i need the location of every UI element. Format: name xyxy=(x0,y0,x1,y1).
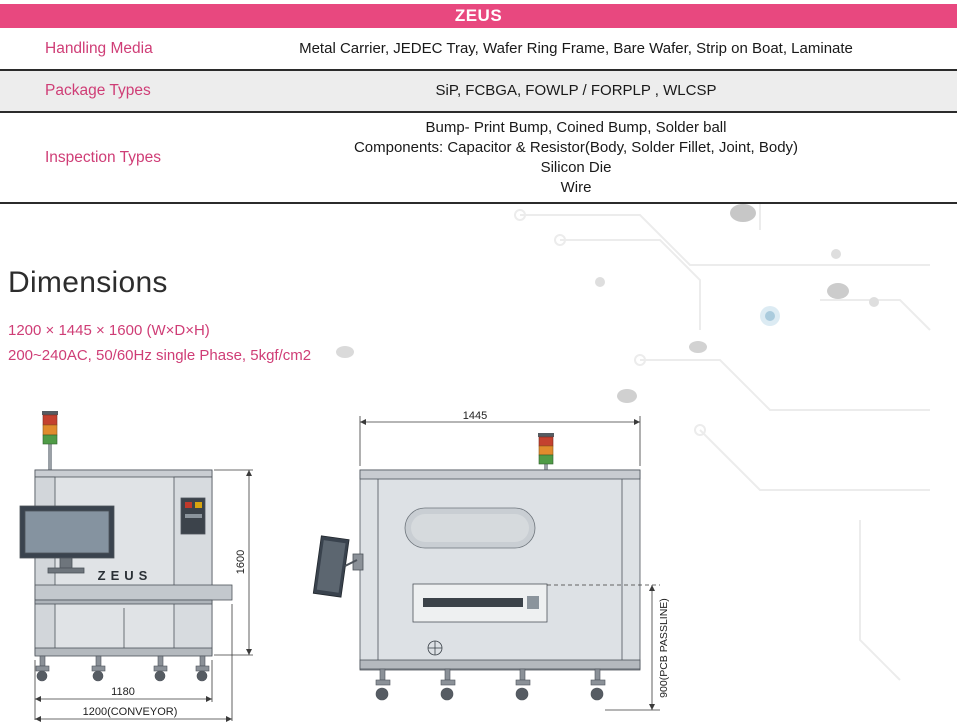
front-machine-label: ZEUS xyxy=(98,568,153,583)
side-width-dimension xyxy=(359,416,641,466)
spec-table: Handling Media Metal Carrier, JEDEC Tray… xyxy=(0,28,957,204)
circuit-blue-node xyxy=(760,306,780,326)
side-monitor xyxy=(312,535,350,598)
dimensions-size-line: 1200 × 1445 × 1600 (W×D×H) xyxy=(8,322,210,339)
front-stack-light-icon xyxy=(42,411,58,470)
side-machine-legs xyxy=(375,668,606,701)
row-value: Metal Carrier, JEDEC Tray, Wafer Ring Fr… xyxy=(195,28,957,69)
front-conveyor-dim-label: 1200(CONVEYOR) xyxy=(83,706,178,718)
side-monitor-arm xyxy=(344,559,358,567)
handling-media-value: Metal Carrier, JEDEC Tray, Wafer Ring Fr… xyxy=(299,39,853,57)
inspection-line-2: Components: Capacitor & Resistor(Body, S… xyxy=(353,138,799,156)
front-view-drawing: ZEUS 1600 1180 xyxy=(8,408,266,722)
inspection-line-4: Wire xyxy=(560,178,592,196)
row-value: SiP, FCBGA, FOWLP / FORPLP , WLCSP xyxy=(195,71,957,111)
front-machine-body xyxy=(19,469,233,657)
front-conveyor-dimension xyxy=(35,604,233,722)
inspection-line-1: Bump- Print Bump, Coined Bump, Solder ba… xyxy=(425,118,727,136)
side-width-dim-label: 1445 xyxy=(463,410,487,422)
front-width-dimension xyxy=(34,660,213,720)
package-types-value: SiP, FCBGA, FOWLP / FORPLP , WLCSP xyxy=(435,82,717,99)
row-label: Handling Media xyxy=(45,39,153,57)
front-width-dim-label: 1180 xyxy=(111,686,135,698)
table-row-package-types: Package Types SiP, FCBGA, FOWLP / FORPLP… xyxy=(0,71,957,113)
front-height-dimension xyxy=(214,469,253,656)
page-title: ZEUS xyxy=(454,6,503,25)
table-row-handling-media: Handling Media Metal Carrier, JEDEC Tray… xyxy=(0,28,957,71)
front-conveyor xyxy=(34,584,233,601)
front-machine-legs xyxy=(35,655,210,682)
front-height-dim-label: 1600 xyxy=(235,550,247,574)
side-view-drawing: 1445 xyxy=(295,408,683,722)
side-machine-body xyxy=(352,469,641,671)
side-stack-light-icon xyxy=(538,433,554,470)
side-passline-dimension xyxy=(547,584,660,711)
table-row-inspection-types: Inspection Types Bump- Print Bump, Coine… xyxy=(0,113,957,204)
dimensions-power-line: 200~240AC, 50/60Hz single Phase, 5kgf/cm… xyxy=(8,347,312,364)
row-value: Bump- Print Bump, Coined Bump, Solder ba… xyxy=(195,113,957,202)
dimensions-heading: Dimensions xyxy=(8,266,168,299)
row-label: Package Types xyxy=(45,82,151,99)
inspection-line-3: Silicon Die xyxy=(540,158,612,176)
row-label: Inspection Types xyxy=(45,148,162,166)
side-passline-dim-label: 900(PCB PASSLINE) xyxy=(658,598,670,698)
zeus-header-bar: ZEUS xyxy=(0,4,957,28)
